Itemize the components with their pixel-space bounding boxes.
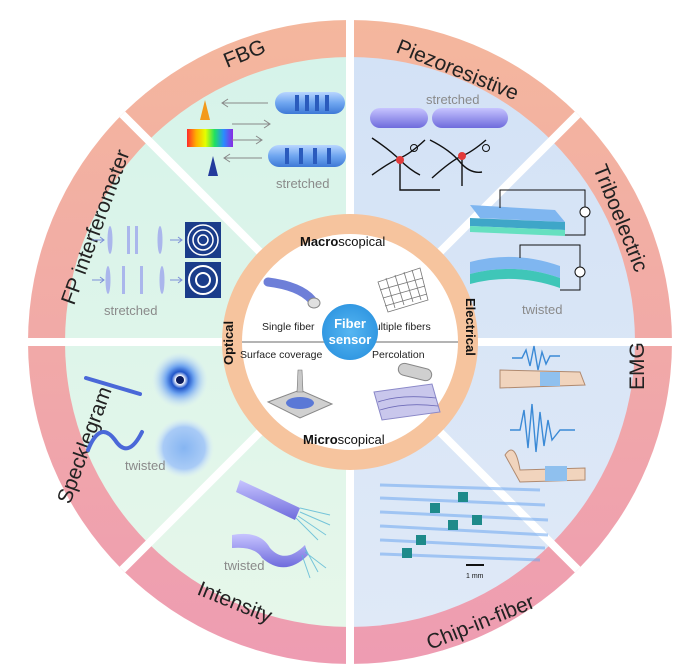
triboelectric-caption: twisted <box>522 302 562 317</box>
single-fiber-label: Single fiber <box>262 321 315 333</box>
specklegram-illustration: twisted <box>84 352 214 478</box>
optical-label: Optical <box>221 321 236 365</box>
fbg-caption: stretched <box>276 176 329 191</box>
emg-illustration <box>499 345 586 483</box>
center-line-2: sensor <box>329 332 372 347</box>
surface-coverage-illustration <box>266 369 334 419</box>
center-line-1: Fiber <box>334 316 366 331</box>
percolation-label: Percolation <box>372 349 425 361</box>
specklegram-caption: twisted <box>125 458 165 473</box>
fp-interferometer-illustration: stretched <box>92 222 221 318</box>
intensity-illustration: twisted <box>224 480 331 579</box>
multiple-fibers-label: Multiple fibers <box>366 321 431 333</box>
chip-in-fiber-illustration: 1 mm <box>379 483 549 580</box>
macroscopical-label: Macroscopical <box>300 234 385 249</box>
piezoresistive-caption: stretched <box>426 92 479 107</box>
scale-bar-label: 1 mm <box>466 573 484 580</box>
percolation-illustration <box>373 362 441 421</box>
intensity-caption: twisted <box>224 558 264 573</box>
fp-caption: stretched <box>104 303 157 318</box>
piezoresistive-illustration: stretched <box>370 92 508 191</box>
multiple-fibers-illustration <box>377 267 429 313</box>
microscopical-label: Microscopical <box>303 432 385 447</box>
triboelectric-illustration: twisted <box>470 189 591 317</box>
electrical-label: Electrical <box>463 298 478 356</box>
fbg-illustration: stretched <box>187 92 346 191</box>
label-emg: EMG <box>626 342 649 390</box>
surface-coverage-label: Surface coverage <box>240 349 322 361</box>
single-fiber-illustration <box>263 277 321 309</box>
fiber-sensor-center <box>322 304 378 360</box>
